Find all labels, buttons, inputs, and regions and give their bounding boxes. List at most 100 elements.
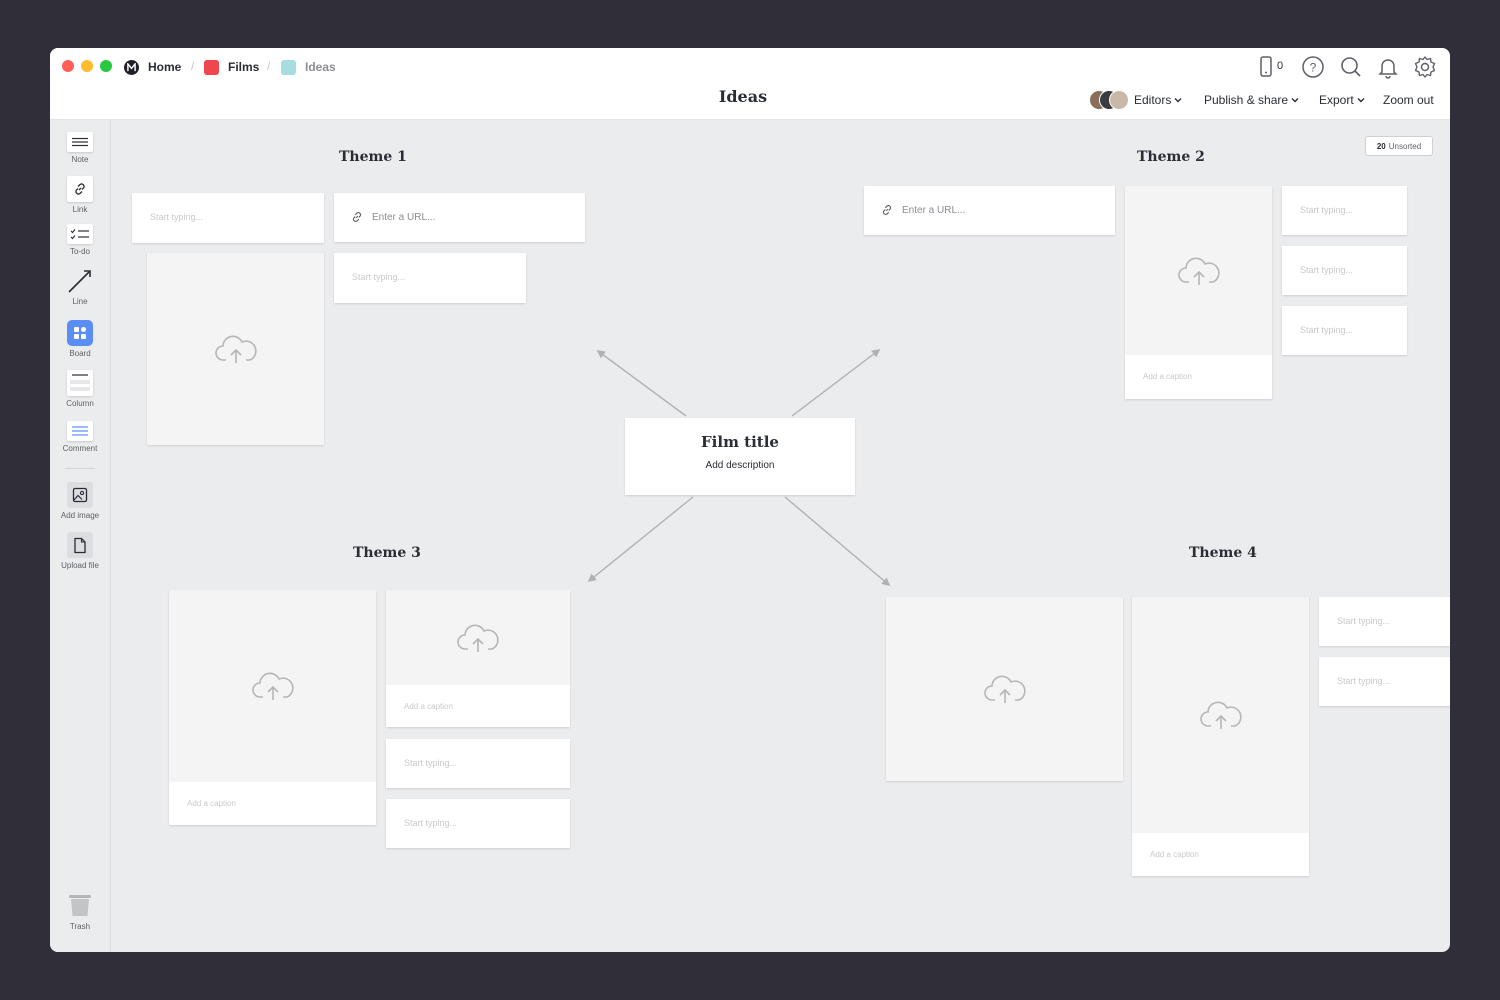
tool-label: Trash bbox=[69, 922, 91, 931]
breadcrumb-label: Home bbox=[148, 60, 182, 74]
tool-column[interactable]: Column bbox=[50, 370, 110, 408]
film-title[interactable]: Film title bbox=[701, 433, 779, 451]
theme-4-heading[interactable]: Theme 4 bbox=[1189, 545, 1257, 561]
note-card[interactable]: Start typing... bbox=[1282, 186, 1407, 235]
gear-icon[interactable] bbox=[1413, 55, 1437, 79]
breadcrumb-home[interactable]: Home bbox=[124, 59, 181, 75]
arrow-theme-1[interactable] bbox=[596, 350, 687, 417]
zoom-label: Zoom out bbox=[1383, 93, 1434, 107]
note-card[interactable]: Start typing... bbox=[1319, 657, 1450, 706]
file-icon bbox=[67, 532, 93, 558]
tool-label: Column bbox=[66, 399, 94, 408]
link-card[interactable]: Enter a URL... bbox=[864, 186, 1115, 235]
url-placeholder: Enter a URL... bbox=[372, 212, 436, 223]
note-card[interactable]: Start typing... bbox=[132, 193, 324, 243]
image-upload-card[interactable]: Add a caption bbox=[169, 590, 376, 825]
film-title-card[interactable]: Film title Add description bbox=[625, 418, 855, 495]
top-bar: Home / Films / Ideas Ideas 0 ? bbox=[50, 48, 1450, 120]
link-icon bbox=[352, 212, 362, 222]
todo-icon bbox=[67, 224, 93, 244]
tool-line[interactable]: Line bbox=[50, 268, 110, 306]
arrow-theme-4[interactable] bbox=[784, 496, 891, 587]
tool-add-image[interactable]: Add image bbox=[50, 482, 110, 520]
caption-field[interactable]: Add a caption bbox=[386, 685, 570, 727]
arrow-theme-2[interactable] bbox=[791, 348, 881, 417]
tool-note[interactable]: Note bbox=[50, 132, 110, 164]
editors-menu-button[interactable]: Editors bbox=[1134, 93, 1182, 107]
tool-board[interactable]: Board bbox=[50, 320, 110, 358]
caption-placeholder: Add a caption bbox=[187, 799, 236, 808]
note-placeholder: Start typing... bbox=[352, 272, 406, 282]
caption-field[interactable]: Add a caption bbox=[1125, 355, 1272, 399]
chevron-down-icon bbox=[1174, 98, 1182, 103]
tool-todo[interactable]: To-do bbox=[50, 224, 110, 256]
note-card[interactable]: Start typing... bbox=[1282, 246, 1407, 295]
bell-icon[interactable] bbox=[1376, 55, 1400, 79]
film-description[interactable]: Add description bbox=[705, 460, 775, 471]
note-card[interactable]: Start typing... bbox=[386, 739, 570, 788]
publish-share-menu-button[interactable]: Publish & share bbox=[1204, 93, 1299, 107]
note-placeholder: Start typing... bbox=[1337, 616, 1391, 626]
upload-cloud-icon bbox=[1200, 701, 1242, 729]
tool-label: Add image bbox=[60, 511, 100, 520]
arrow-theme-3[interactable] bbox=[587, 496, 694, 583]
image-upload-card[interactable] bbox=[886, 597, 1123, 781]
theme-1-heading[interactable]: Theme 1 bbox=[339, 149, 407, 165]
note-card[interactable]: Start typing... bbox=[334, 253, 526, 303]
note-placeholder: Start typing... bbox=[1337, 676, 1391, 686]
caption-field[interactable]: Add a caption bbox=[169, 782, 376, 825]
export-menu-button[interactable]: Export bbox=[1319, 93, 1365, 107]
board-canvas[interactable]: 20 Unsorted Film title Add description T… bbox=[111, 120, 1450, 952]
note-card[interactable]: Start typing... bbox=[1319, 597, 1450, 646]
column-icon bbox=[67, 370, 93, 396]
maximize-window-button[interactable] bbox=[100, 60, 112, 72]
tool-upload-file[interactable]: Upload file bbox=[50, 532, 110, 570]
tool-trash[interactable]: Trash bbox=[50, 893, 110, 931]
note-icon bbox=[67, 132, 93, 152]
zoom-out-button[interactable]: Zoom out bbox=[1383, 93, 1434, 107]
tool-comment[interactable]: Comment bbox=[50, 421, 110, 453]
note-placeholder: Start typing... bbox=[404, 758, 458, 768]
search-icon[interactable] bbox=[1339, 55, 1363, 79]
close-window-button[interactable] bbox=[62, 60, 74, 72]
mobile-icon[interactable]: 0 bbox=[1255, 55, 1289, 79]
upload-cloud-icon bbox=[1178, 257, 1220, 285]
note-card[interactable]: Start typing... bbox=[386, 799, 570, 848]
image-upload-card[interactable]: Add a caption bbox=[1132, 597, 1309, 876]
tool-link[interactable]: Link bbox=[50, 176, 110, 214]
theme-2-heading[interactable]: Theme 2 bbox=[1137, 149, 1205, 165]
unsorted-badge[interactable]: 20 Unsorted bbox=[1365, 136, 1433, 156]
sidebar-divider bbox=[65, 468, 95, 469]
chevron-down-icon bbox=[1291, 98, 1299, 103]
page-title: Ideas bbox=[718, 87, 768, 106]
minimize-window-button[interactable] bbox=[81, 60, 93, 72]
caption-placeholder: Add a caption bbox=[404, 702, 453, 711]
url-placeholder: Enter a URL... bbox=[902, 205, 966, 216]
unsorted-label: Unsorted bbox=[1388, 141, 1422, 151]
breadcrumb-label: Ideas bbox=[305, 60, 336, 74]
breadcrumb-separator: / bbox=[191, 59, 195, 73]
upload-cloud-icon bbox=[215, 335, 257, 363]
theme-3-heading[interactable]: Theme 3 bbox=[353, 545, 421, 561]
breadcrumb-films[interactable]: Films bbox=[204, 59, 259, 75]
note-placeholder: Start typing... bbox=[404, 818, 458, 828]
tool-sidebar: Note Link To-do Line Board bbox=[50, 120, 111, 952]
image-upload-card[interactable] bbox=[147, 253, 324, 445]
upload-cloud-icon bbox=[457, 624, 499, 652]
image-upload-card[interactable]: Add a caption bbox=[386, 590, 570, 727]
tool-label: Note bbox=[71, 155, 89, 164]
breadcrumb-ideas[interactable]: Ideas bbox=[281, 59, 336, 75]
chevron-down-icon bbox=[1357, 98, 1365, 103]
help-icon[interactable]: ? bbox=[1301, 55, 1325, 79]
editor-avatars[interactable] bbox=[1089, 90, 1129, 110]
line-icon bbox=[67, 268, 93, 294]
note-card[interactable]: Start typing... bbox=[1282, 306, 1407, 355]
board-color-icon bbox=[204, 59, 219, 75]
link-card[interactable]: Enter a URL... bbox=[334, 193, 585, 242]
link-icon bbox=[67, 176, 93, 202]
image-upload-card[interactable]: Add a caption bbox=[1125, 186, 1272, 399]
milanote-logo-icon bbox=[124, 59, 139, 75]
caption-field[interactable]: Add a caption bbox=[1132, 833, 1309, 876]
connector-arrows bbox=[587, 348, 891, 587]
export-label: Export bbox=[1319, 93, 1354, 107]
